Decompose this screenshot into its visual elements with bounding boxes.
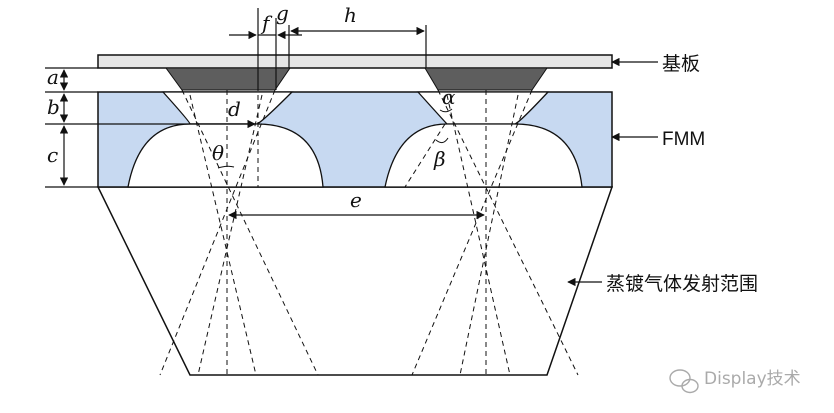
mask-opening-right-lower: [384, 123, 583, 188]
label-c: c: [47, 143, 58, 167]
label-h: h: [344, 3, 357, 27]
deposited-film-left: [165, 67, 291, 91]
label-alpha: α: [442, 85, 456, 109]
label-e: e: [350, 188, 362, 212]
dimension-lines: [45, 8, 658, 287]
dimension-labels: a b c d e f g h θ α β: [47, 1, 456, 212]
label-d: d: [228, 97, 241, 121]
callout-fmm: FMM: [662, 129, 705, 150]
label-b: b: [47, 95, 60, 119]
label-beta: β: [433, 147, 446, 171]
label-g: g: [276, 1, 289, 25]
watermark-text: Display技术: [704, 369, 801, 389]
callout-substrate: 基板: [662, 53, 700, 75]
watermark: Display技术: [669, 369, 801, 394]
substrate-plate: [97, 54, 613, 69]
label-f: f: [260, 11, 273, 35]
wechat-icon: [669, 369, 699, 394]
callout-evaporation-range: 蒸镀气体发射范围: [606, 273, 758, 295]
label-a: a: [47, 65, 59, 89]
mask-opening-left-lower: [127, 123, 324, 188]
angle-arcs: [217, 108, 453, 169]
label-theta: θ: [212, 141, 224, 165]
